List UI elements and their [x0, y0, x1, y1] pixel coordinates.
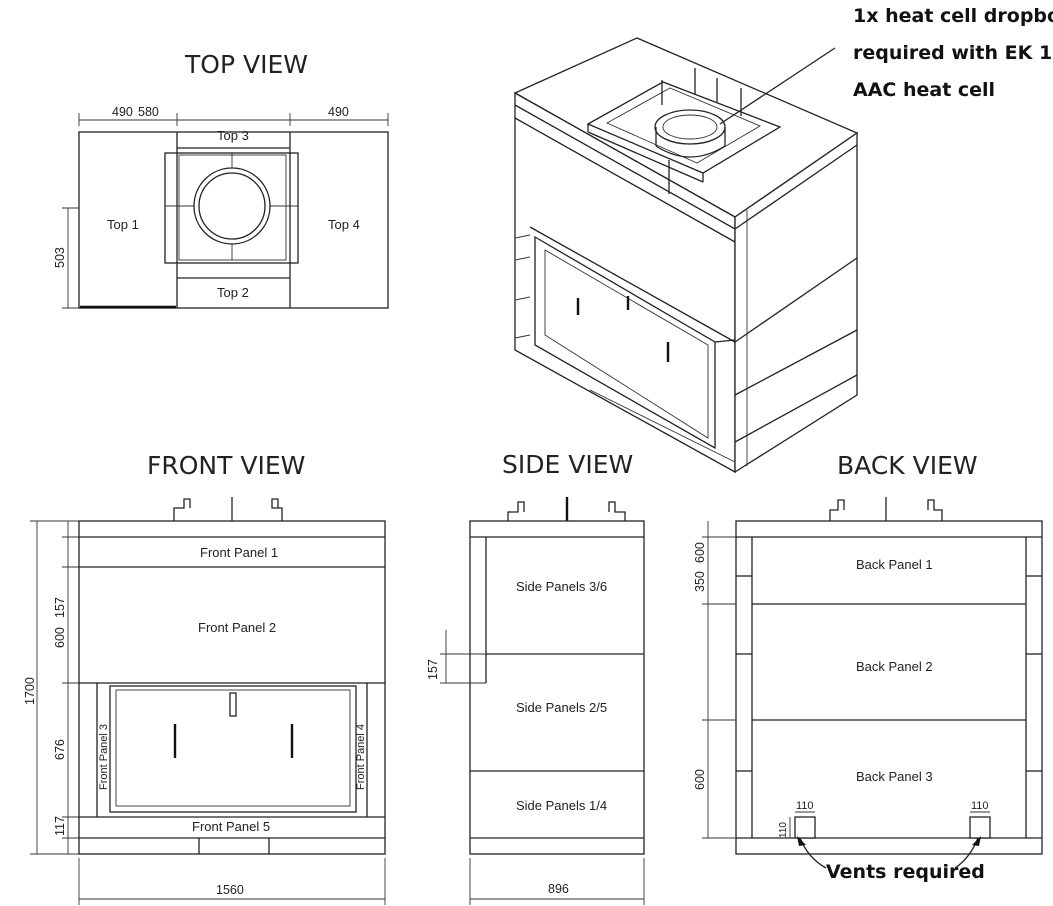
back-dim-600b: 600: [693, 769, 707, 790]
top-dim-height: 503: [53, 247, 67, 268]
top-3-label: Top 3: [217, 128, 249, 143]
note-line-2: required with EK 1250: [853, 42, 1053, 64]
top-dim-right: 490: [328, 105, 349, 119]
back-panel-1-label: Back Panel 1: [856, 557, 933, 572]
back-view: BACK VIEW 110 110 110 Back Panel 1 Back …: [693, 451, 1043, 883]
side-panels-25-label: Side Panels 2/5: [516, 700, 607, 715]
front-dim-676: 676: [53, 739, 67, 760]
side-panels-14-label: Side Panels 1/4: [516, 798, 607, 813]
heat-cell-note: 1x heat cell dropbox required with EK 12…: [853, 5, 1053, 101]
front-panel-3-label: Front Panel 3: [98, 724, 110, 790]
front-view: FRONT VIEW Front Panel 1 Front Panel 2 F…: [23, 451, 386, 905]
side-panels-36-label: Side Panels 3/6: [516, 579, 607, 594]
top-4-label: Top 4: [328, 217, 360, 232]
front-panel-2-label: Front Panel 2: [198, 620, 276, 635]
back-dim-350: 350: [693, 571, 707, 592]
back-vent-w1: 110: [796, 800, 814, 812]
side-view-title: SIDE VIEW: [502, 450, 633, 479]
front-dim-600: 600: [53, 627, 67, 648]
front-dim-157: 157: [53, 597, 67, 618]
back-vent-h: 110: [778, 822, 789, 838]
side-view: SIDE VIEW Side Panels 3/6 Side Panels 2/…: [426, 450, 645, 905]
back-view-title: BACK VIEW: [837, 451, 978, 480]
top-view: TOP VIEW 490 580 490 Top 3 Top 1 Top 4 T…: [53, 50, 389, 309]
front-dim-1700: 1700: [23, 677, 37, 705]
top-view-title: TOP VIEW: [184, 50, 308, 79]
isometric-view: [513, 37, 859, 474]
side-dim-157: 157: [426, 659, 440, 680]
front-dim-117: 117: [53, 816, 67, 836]
front-dim-1560: 1560: [216, 883, 244, 897]
top-dim-center: 580: [138, 105, 159, 119]
front-panel-5-label: Front Panel 5: [192, 819, 270, 834]
back-vent-w2: 110: [971, 800, 989, 812]
side-dim-896: 896: [548, 882, 569, 896]
top-dim-left: 490: [112, 105, 133, 119]
vents-required-label: Vents required: [826, 861, 985, 883]
back-panel-2-label: Back Panel 2: [856, 659, 933, 674]
front-panel-1-label: Front Panel 1: [200, 545, 278, 560]
front-panel-4-label: Front Panel 4: [355, 724, 367, 790]
back-dim-600a: 600: [693, 542, 707, 563]
top-1-label: Top 1: [107, 217, 139, 232]
top-2-label: Top 2: [217, 285, 249, 300]
note-line-1: 1x heat cell dropbox: [853, 5, 1053, 27]
note-line-3: AAC heat cell: [853, 79, 995, 101]
back-panel-3-label: Back Panel 3: [856, 769, 933, 784]
front-view-title: FRONT VIEW: [147, 451, 305, 480]
